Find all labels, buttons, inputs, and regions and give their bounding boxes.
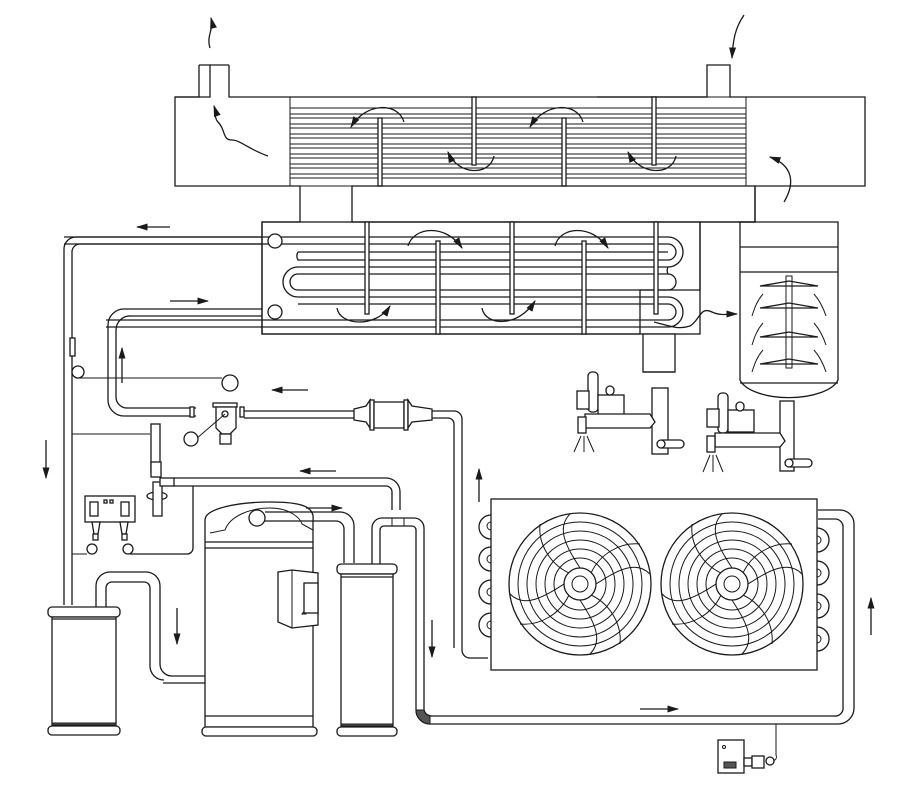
expansion-valve xyxy=(183,402,245,447)
flow-arrow xyxy=(529,106,584,129)
condenser-piping xyxy=(415,509,855,766)
flow-arrow xyxy=(447,150,495,172)
air-exit-flow-arrow xyxy=(213,104,269,157)
heat-exchanger-plates xyxy=(289,96,747,187)
baffle xyxy=(651,96,657,166)
liquid-line xyxy=(244,410,488,659)
fan-pressure-switch xyxy=(717,739,765,774)
flow-arrow xyxy=(350,106,405,129)
air-to-refrigerant-evaporator xyxy=(64,221,739,335)
baffle xyxy=(471,96,477,166)
condenser-with-fans xyxy=(478,498,830,671)
air-entry-flow-arrow xyxy=(768,156,792,203)
moisture-separator xyxy=(642,221,839,472)
terminal-box xyxy=(277,569,319,629)
baffle xyxy=(653,221,659,315)
liquid-receiver xyxy=(336,517,425,737)
flow-arrow xyxy=(627,150,677,172)
baffle xyxy=(581,240,587,335)
condenser-fan-1 xyxy=(508,512,652,656)
flow-arrow xyxy=(554,229,609,249)
flow-arrow xyxy=(407,229,463,249)
baffle xyxy=(364,221,370,315)
coil-outlet-fitting xyxy=(267,304,283,320)
drain-valve-left xyxy=(573,371,685,453)
refrigerant-piping xyxy=(63,236,262,605)
air-to-separator-arrow xyxy=(653,309,739,329)
air-outlet-arrow xyxy=(208,16,217,49)
baffle xyxy=(435,240,441,335)
evaporator-coil xyxy=(64,236,684,328)
baffle xyxy=(377,117,383,187)
flow-arrow xyxy=(481,300,536,323)
condenser-coil-right xyxy=(816,527,830,652)
expansion-valve-head xyxy=(221,374,239,392)
expansion-valve-bulb xyxy=(183,431,199,447)
hot-gas-bypass-valve xyxy=(130,423,401,555)
flow-arrow xyxy=(336,305,391,323)
air-inlet-arrow xyxy=(729,14,745,60)
drain-valve-right xyxy=(702,392,813,473)
filter-drier xyxy=(353,397,433,431)
air-to-air-heat-exchanger xyxy=(174,14,866,335)
pressure-switch-dual xyxy=(72,495,136,555)
condenser-coil-left xyxy=(478,514,492,638)
condenser-fan-2 xyxy=(660,512,804,656)
compressor xyxy=(201,501,355,737)
coil-inlet-fitting xyxy=(267,233,283,249)
baffle xyxy=(561,117,567,187)
sensing-bulb xyxy=(69,337,76,357)
baffle xyxy=(509,221,515,315)
refrigerant-flow-arrows xyxy=(42,223,875,713)
